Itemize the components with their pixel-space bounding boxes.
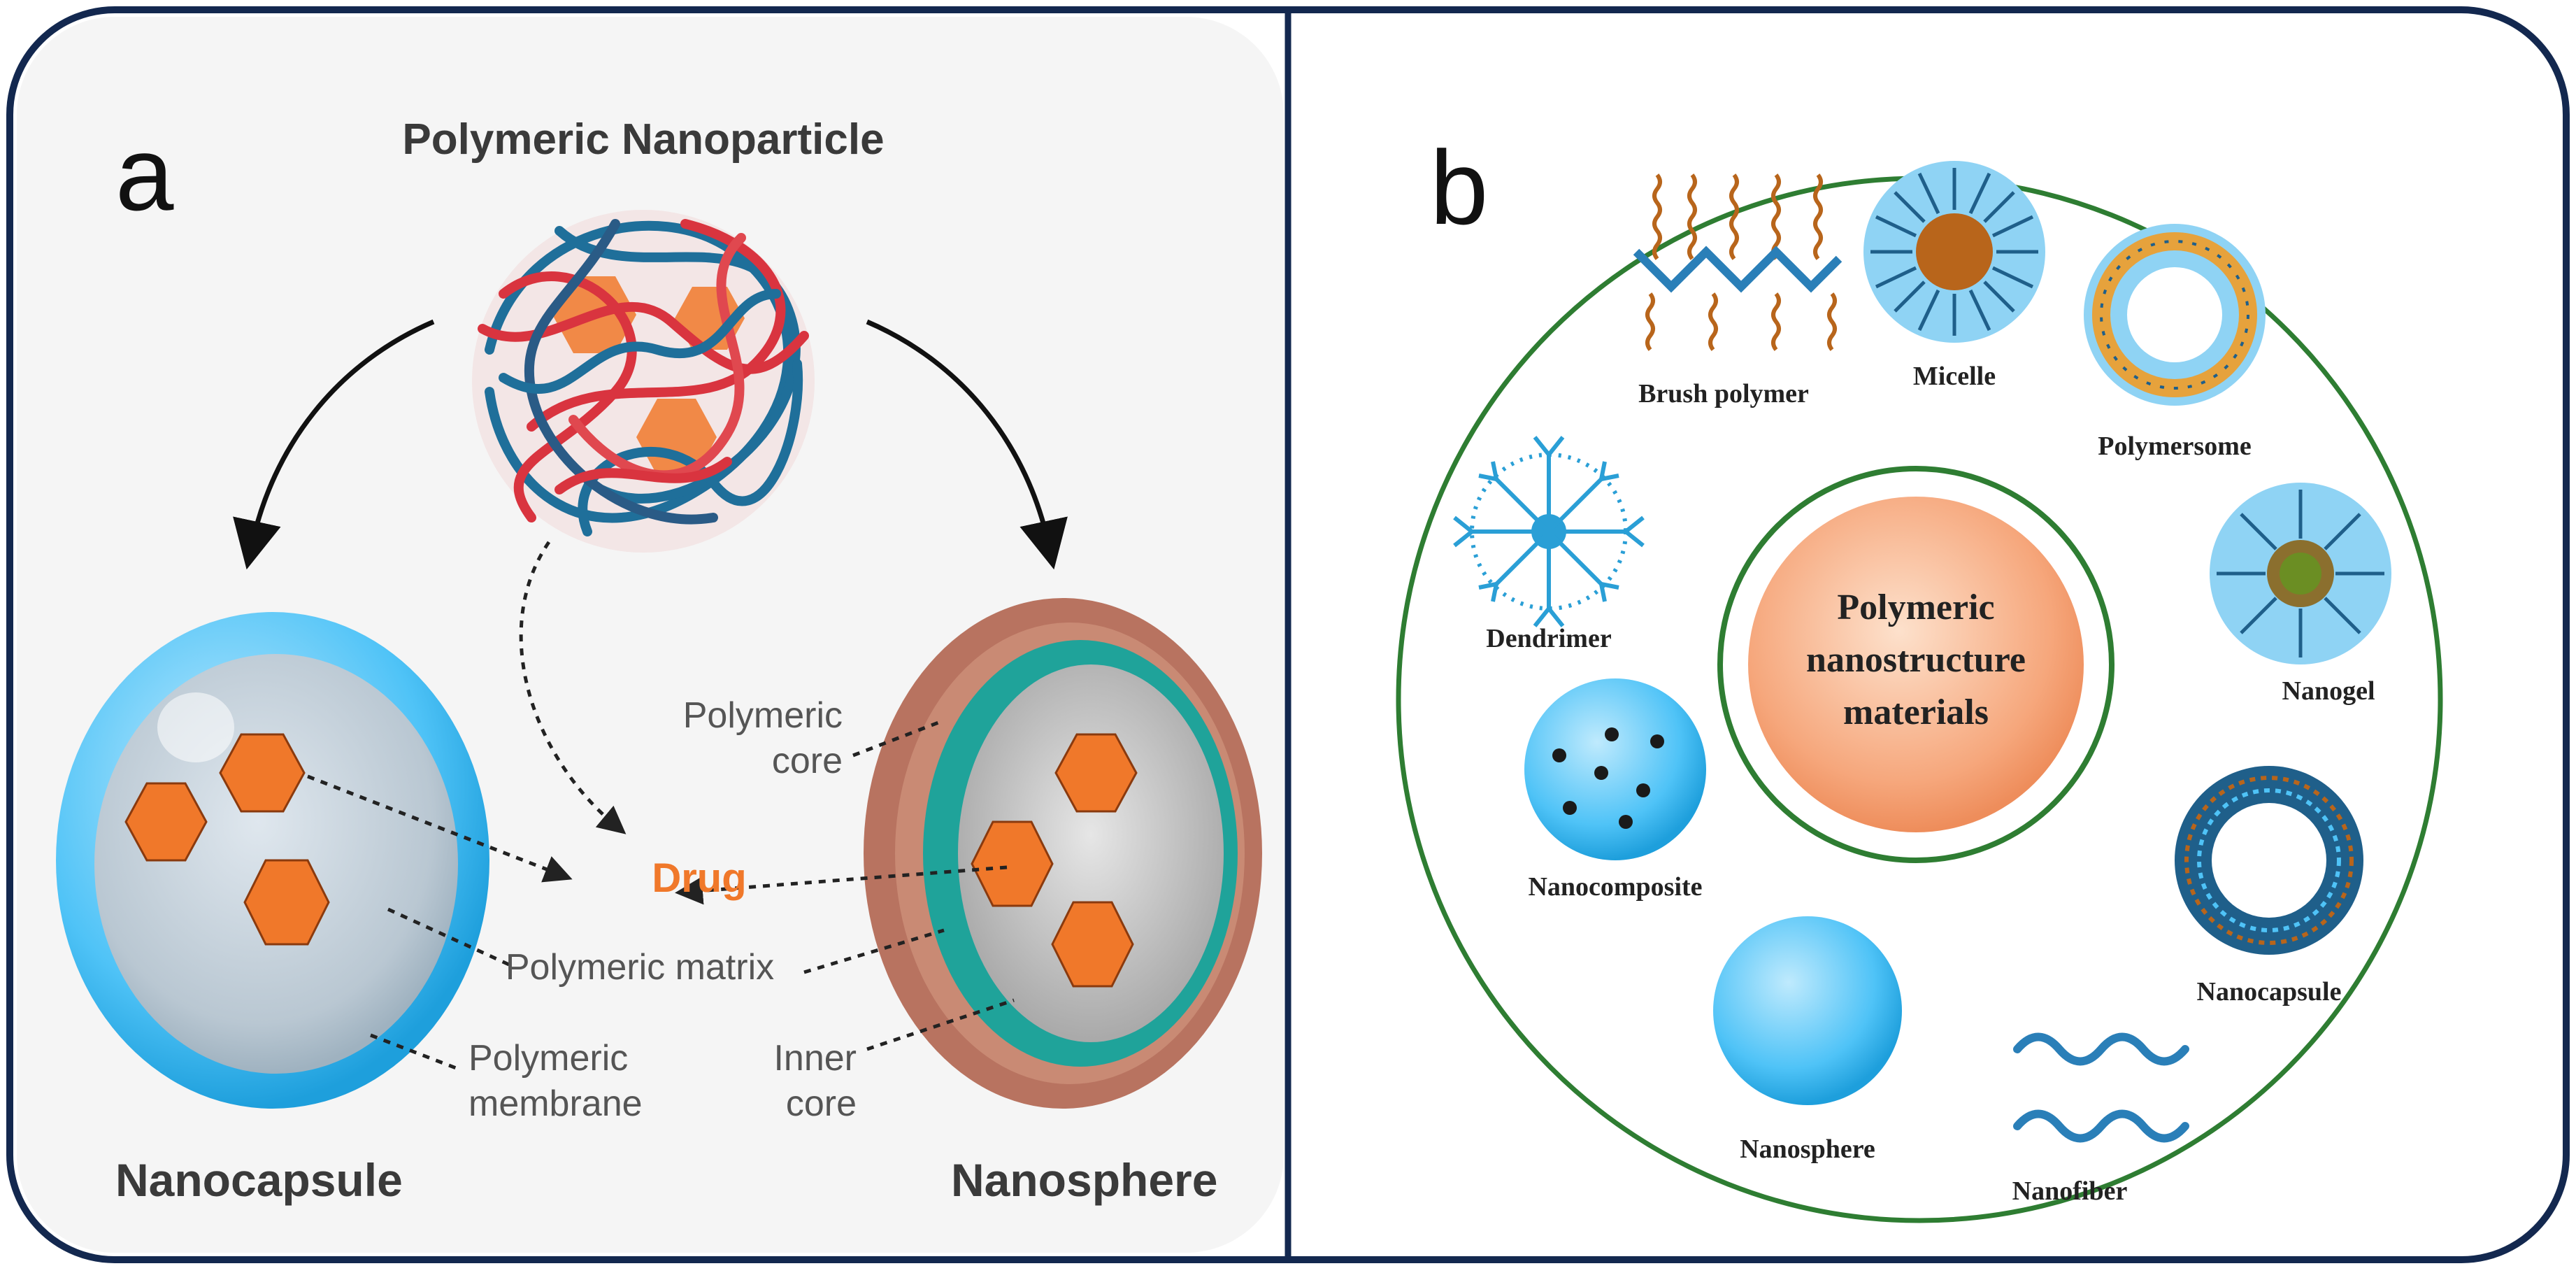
caption-nanocapsule: Nanocapsule	[115, 1154, 403, 1206]
micelle-icon	[1863, 161, 2045, 343]
nanosphere-illustration	[864, 598, 1262, 1109]
polymeric-nanoparticle-ball	[472, 210, 815, 553]
nanogel-icon	[2210, 483, 2391, 664]
panel-a-letter: a	[115, 115, 174, 232]
label-polymeric-membrane-2: membrane	[468, 1083, 643, 1124]
arrow-to-nanosphere	[866, 319, 1068, 570]
label-inner-core-1: Inner	[773, 1038, 857, 1079]
nanofiber-icon	[2013, 1032, 2189, 1143]
label-dendrimer: Dendrimer	[1486, 624, 1612, 653]
center-label-1: Polymeric	[1837, 588, 1994, 627]
label-polymeric-matrix: Polymeric matrix	[506, 947, 774, 988]
label-nanosphere-b: Nanosphere	[1740, 1135, 1875, 1164]
label-brush-polymer: Brush polymer	[1638, 379, 1809, 408]
panel-a: a Polymeric Nanoparticle	[17, 17, 1284, 1253]
brush-polymer-icon	[1633, 173, 1842, 351]
label-drug: Drug	[652, 855, 746, 901]
caption-nanosphere: Nanosphere	[951, 1154, 1217, 1206]
label-polymersome: Polymersome	[2098, 432, 2251, 461]
label-polymeric-core-1: Polymeric	[683, 695, 843, 736]
nanocapsule-b-icon	[2175, 766, 2363, 955]
label-nanofiber: Nanofiber	[2012, 1176, 2128, 1206]
dendrimer-icon	[1453, 436, 1645, 627]
center-sphere	[1748, 497, 2084, 832]
label-nanogel: Nanogel	[2282, 676, 2375, 706]
polymersome-icon	[2084, 224, 2266, 406]
nanosphere-b-icon	[1713, 916, 1902, 1105]
panel-b: b Polymeric nanostructure materials Brus…	[1396, 129, 2443, 1223]
center-label-3: materials	[1843, 692, 1989, 732]
panel-b-letter: b	[1430, 129, 1488, 246]
label-nanocomposite: Nanocomposite	[1528, 872, 1702, 902]
panel-a-title: Polymeric Nanoparticle	[402, 115, 884, 164]
nanocapsule-illustration	[56, 612, 489, 1109]
leader-lines	[307, 541, 1015, 1072]
nanocomposite-icon	[1524, 678, 1706, 860]
label-polymeric-core-2: core	[772, 741, 843, 781]
label-inner-core-2: core	[786, 1083, 857, 1124]
label-micelle: Micelle	[1913, 362, 1996, 391]
label-polymeric-membrane-1: Polymeric	[468, 1038, 628, 1079]
label-nanocapsule-b: Nanocapsule	[2197, 977, 2342, 1007]
center-label-2: nanostructure	[1806, 640, 2026, 680]
arrow-to-nanocapsule	[233, 319, 435, 570]
